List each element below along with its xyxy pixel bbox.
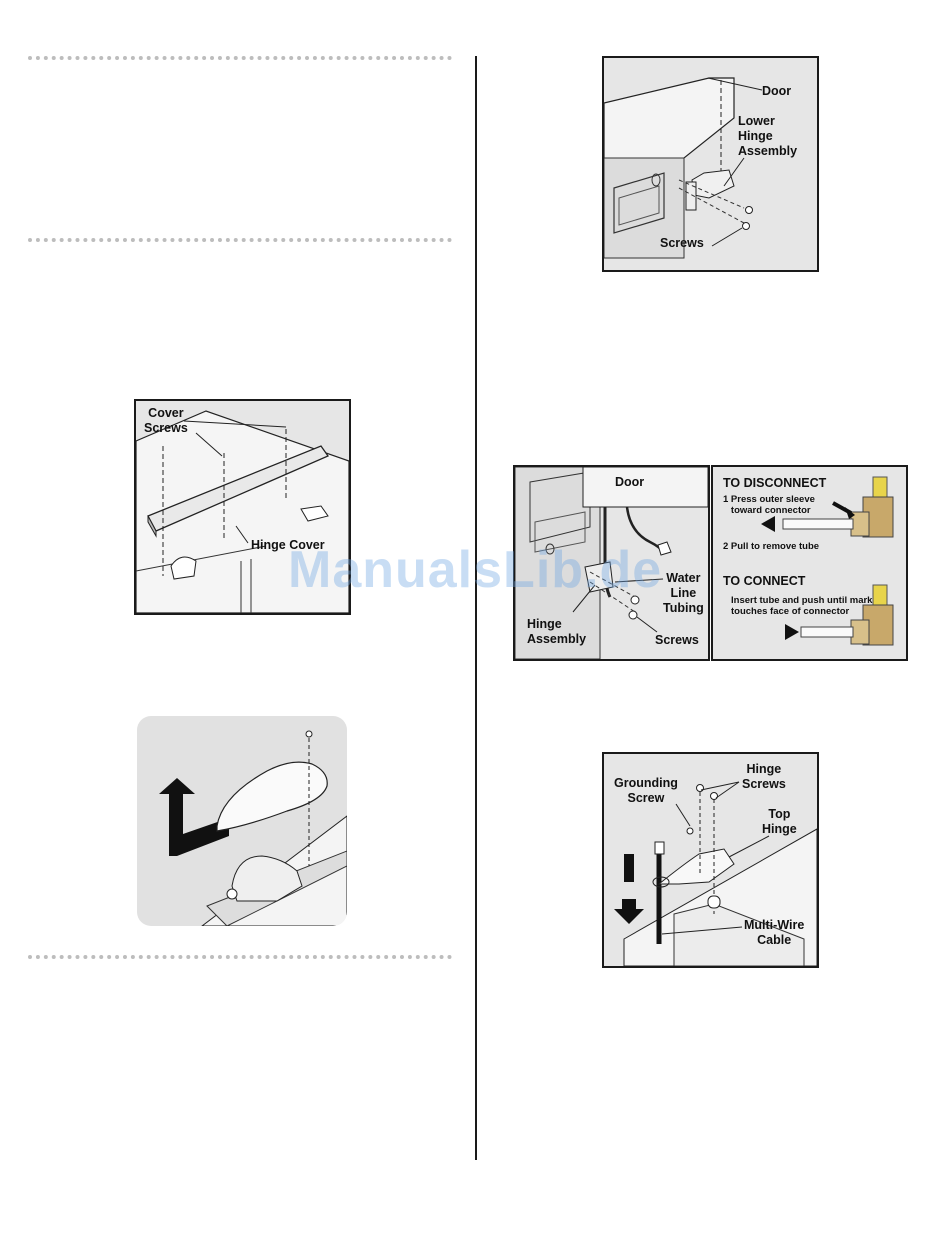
top-hinge-illustration (614, 781, 817, 966)
screws-label: Screws (660, 236, 704, 250)
screws-label: Screws (655, 633, 699, 647)
top-hinge-label: Top Hinge (762, 807, 797, 836)
door-label: Door (762, 84, 792, 98)
section-divider-1 (28, 56, 452, 60)
watermark: ManualsLib.de (288, 541, 663, 599)
disconnect-step-1: 1 Press outer sleeve toward connector (723, 494, 815, 516)
hinge-cover-removal-figure (137, 716, 347, 926)
disconnect-step-2: 2 Pull to remove tube (723, 541, 820, 552)
hinge-screws-label: Hinge Screws (742, 762, 786, 791)
lower-hinge-illustration (604, 77, 763, 259)
grounding-screw-label: Grounding Screw (614, 776, 678, 805)
water-line-figure: Door Water Line Tubing Hinge Assembly Sc… (513, 465, 710, 661)
hinge-cover-figure: Cover Screws Hinge Cover (134, 399, 351, 615)
connector-figure: TO DISCONNECT 1 Press outer sleeve towar… (711, 465, 908, 661)
section-divider-2 (28, 238, 452, 242)
disconnect-title: TO DISCONNECT (723, 476, 827, 490)
hinge-cover-illustration (136, 410, 349, 613)
connect-title: TO CONNECT (723, 574, 806, 588)
hinge-assembly-label: Hinge Assembly (527, 617, 587, 646)
cover-screws-label: Cover Screws (144, 406, 188, 435)
hinge-cover-label: Hinge Cover (251, 538, 325, 552)
water-line-label: Water Line Tubing (663, 571, 704, 615)
lower-hinge-label: Lower Hinge Assembly (738, 114, 798, 158)
hinge-cover-removal-illustration (159, 730, 347, 926)
connect-instructions: Insert tube and push until mark touches … (731, 595, 873, 617)
column-divider (475, 56, 477, 1160)
lower-hinge-figure: Door Lower Hinge Assembly Screws (602, 56, 819, 272)
door-label: Door (615, 475, 645, 490)
top-hinge-figure: Grounding Screw Hinge Screws Top Hinge M… (602, 752, 819, 968)
section-divider-3 (28, 955, 452, 959)
water-line-illustration (515, 467, 708, 659)
multi-wire-cable-label: Multi-Wire Cable (744, 918, 805, 947)
